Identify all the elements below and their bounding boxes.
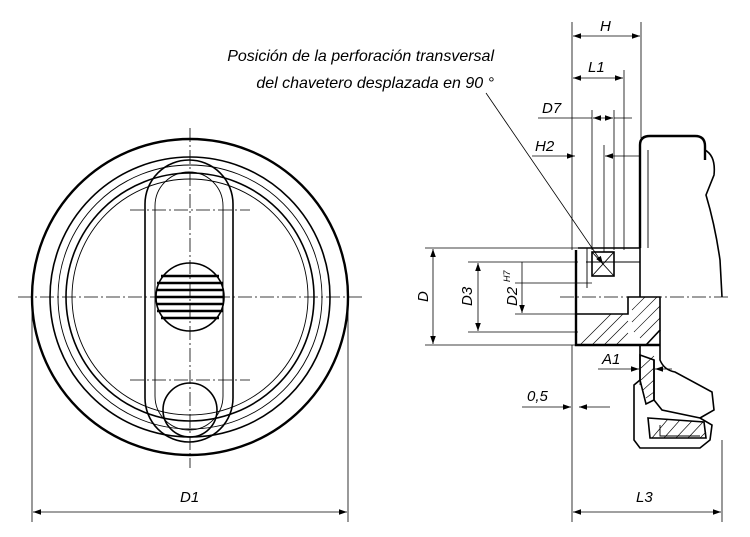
a1-label: A1: [601, 351, 620, 368]
hub-section-hatch: [579, 296, 661, 346]
h-label: H: [600, 18, 611, 35]
spoke-section-lower: [633, 345, 713, 449]
hub-section: [575, 296, 661, 346]
wheel-body-upper: [638, 134, 707, 248]
d-label: D: [415, 291, 432, 302]
l1-label: L1: [588, 59, 605, 76]
d2-label: D2: [504, 286, 521, 306]
crank-slot-outer: [144, 159, 234, 443]
crank-slot-inner: [154, 171, 224, 431]
l3-label: L3: [636, 489, 653, 506]
side-section-view: D D3 D2 H7 H L1 D7 H2: [415, 18, 728, 522]
offset-label: 0,5: [527, 388, 549, 405]
h2-label: H2: [535, 138, 555, 155]
rim-lower-hatch: [651, 418, 707, 439]
rim-lower-section: [647, 417, 707, 439]
handle-grip-circle: [162, 382, 218, 438]
d2-tolerance: H7: [502, 270, 512, 282]
wheel-rim-upper: [704, 149, 723, 298]
rim-lower-inner: [659, 425, 700, 437]
d1-label: D1: [180, 489, 199, 506]
note-line-2: del chavetero desplazada en 90 °: [256, 75, 494, 92]
spoke-hatch: [640, 355, 655, 399]
note-leader: [485, 92, 604, 265]
front-view: D1: [18, 128, 365, 522]
hub-upper-detail: [586, 248, 640, 288]
note-line-1: Posición de la perforación transversal: [227, 48, 494, 65]
central-knob: [155, 262, 225, 332]
d3-label: D3: [459, 286, 476, 306]
wheel-body-lower: [659, 330, 715, 419]
keyway-square: [591, 251, 615, 277]
d7-label: D7: [542, 100, 562, 117]
